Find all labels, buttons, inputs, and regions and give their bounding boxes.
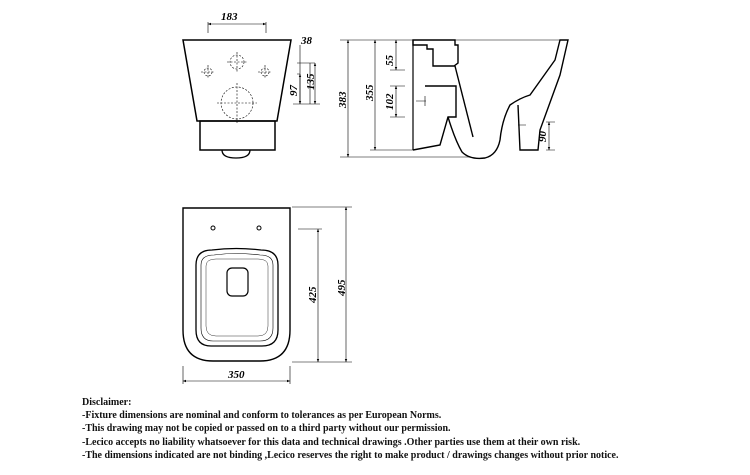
plan-view (182, 206, 352, 384)
dim-135: 135 (305, 73, 317, 90)
disclaimer-line: -Fixture dimensions are nominal and conf… (82, 410, 442, 422)
disclaimer-line: -Lecico accepts no liability whatsoever … (82, 436, 581, 448)
dim-97: 97 (288, 85, 300, 97)
dim-90: 90 (537, 131, 549, 143)
disclaimer: Disclaimer: -Fixture dimensions are nomi… (82, 396, 619, 462)
dim-350: 350 (227, 369, 245, 381)
side-view (340, 39, 569, 160)
dim-383: 383 (337, 91, 349, 109)
disclaimer-line: -This drawing may not be copied or passe… (82, 423, 451, 435)
front-view (182, 22, 320, 159)
disclaimer-line: -The dimensions indicated are not bindin… (82, 449, 619, 461)
dim-102: 102 (384, 93, 396, 110)
disclaimer-title: Disclaimer: (82, 397, 132, 408)
dim-55: 55 (384, 55, 396, 67)
dim-183: 183 (221, 11, 238, 23)
dim-495: 495 (336, 279, 348, 297)
dim-355: 355 (364, 84, 376, 102)
dim-425: 425 (307, 286, 319, 304)
dim-38: 38 (300, 35, 313, 47)
